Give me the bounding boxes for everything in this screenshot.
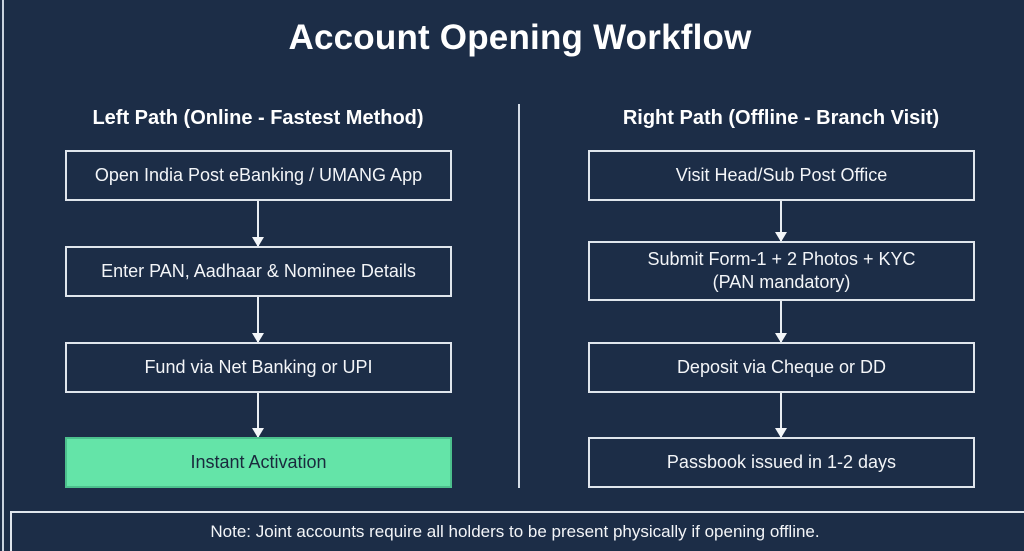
arrow-down-icon: [252, 393, 264, 438]
right-step-3-box: Deposit via Cheque or DD: [588, 342, 975, 393]
right-step-1-label: Visit Head/Sub Post Office: [675, 165, 888, 185]
left-step-1-box: Open India Post eBanking / UMANG App: [65, 150, 452, 201]
right-step-2-sublabel: (PAN mandatory): [712, 272, 851, 292]
arrow-down-icon: [252, 297, 264, 343]
right-step-3-label: Deposit via Cheque or DD: [676, 357, 887, 377]
right-step-2-label: Submit Form-1 + 2 Photos + KYC: [647, 249, 916, 269]
arrow-down-icon: [775, 201, 787, 242]
left-path-heading: Left Path (Online - Fastest Method): [92, 107, 424, 129]
right-step-1-box: Visit Head/Sub Post Office: [588, 150, 975, 201]
left-step-4-label: Instant Activation: [190, 452, 327, 472]
left-step-4-box-instant-activation: Instant Activation: [65, 437, 452, 488]
right-step-4-box: Passbook issued in 1-2 days: [588, 437, 975, 488]
arrow-down-icon: [252, 201, 264, 247]
left-step-3-label: Fund via Net Banking or UPI: [144, 357, 373, 377]
left-step-2-label: Enter PAN, Aadhaar & Nominee Details: [101, 261, 416, 281]
left-step-1-label: Open India Post eBanking / UMANG App: [94, 165, 423, 185]
arrow-down-icon: [775, 393, 787, 438]
right-step-4-label: Passbook issued in 1-2 days: [666, 452, 897, 472]
note-box: Note: Joint accounts require all holders…: [10, 511, 1024, 551]
column-divider: [518, 104, 520, 488]
note-text: Note: Joint accounts require all holders…: [210, 521, 820, 541]
arrow-down-icon: [775, 301, 787, 343]
diagram-title: Account Opening Workflow: [288, 18, 752, 57]
left-step-3-box: Fund via Net Banking or UPI: [65, 342, 452, 393]
right-path-heading: Right Path (Offline - Branch Visit): [622, 107, 940, 129]
left-step-2-box: Enter PAN, Aadhaar & Nominee Details: [65, 246, 452, 297]
right-step-2-box: Submit Form-1 + 2 Photos + KYC (PAN mand…: [588, 241, 975, 301]
window-edge-line: [2, 0, 4, 551]
